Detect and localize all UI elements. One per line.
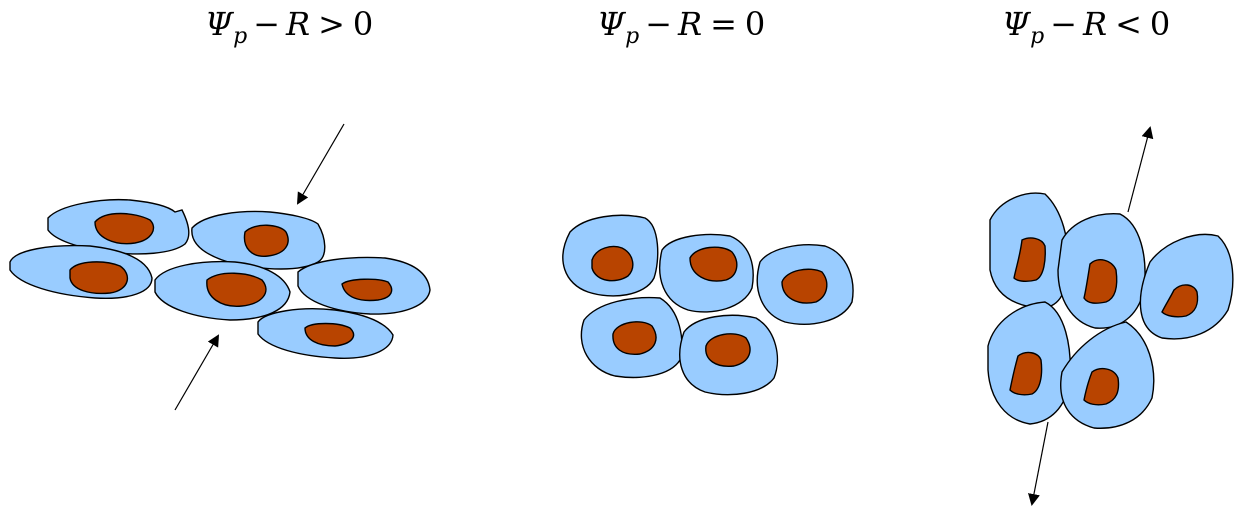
cell (154, 260, 291, 321)
panel-equilibrium (562, 214, 854, 396)
cell (562, 214, 659, 297)
compression-arrow-icon (296, 123, 345, 205)
cell (47, 198, 190, 255)
cell (580, 296, 683, 379)
cell (191, 210, 326, 270)
cell (756, 244, 854, 325)
compression-arrow-icon (174, 334, 220, 411)
cell (989, 192, 1070, 309)
cell (297, 256, 431, 315)
cell (1057, 213, 1146, 329)
cell (658, 233, 754, 313)
cell (987, 301, 1072, 425)
cell (679, 314, 779, 396)
panel-compressed (9, 123, 431, 411)
title-equilibrium: Ψp−R=0 (597, 5, 765, 49)
title-compressed: Ψp−R>0 (205, 5, 373, 49)
panel-expanded (987, 126, 1234, 506)
cell (9, 244, 153, 300)
expansion-arrow-icon (1028, 421, 1049, 506)
title-expanded: Ψp−R<0 (1002, 5, 1170, 49)
cell (257, 308, 394, 359)
cell (1139, 233, 1234, 340)
expansion-arrow-icon (1127, 126, 1154, 213)
cell (1060, 321, 1155, 429)
